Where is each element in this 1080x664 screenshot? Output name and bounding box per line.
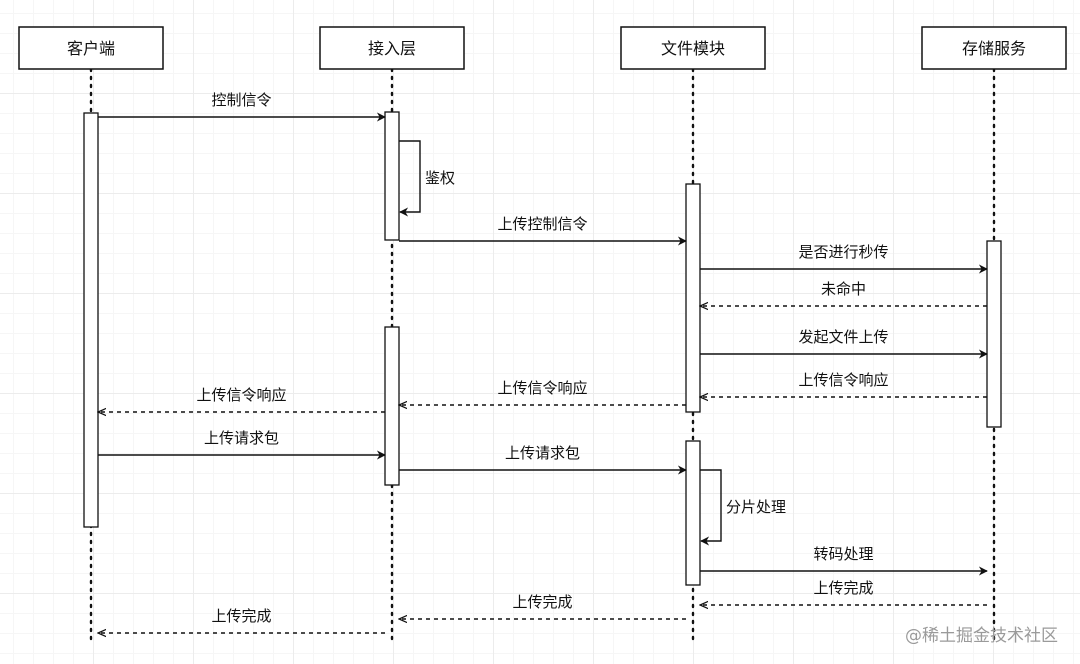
message-label: 发起文件上传 (798, 328, 888, 346)
message-10: 上传请求包 (98, 429, 386, 460)
message-label: 控制信令 (211, 91, 271, 109)
activation-bar (384, 326, 400, 486)
participant-access: 接入层 (319, 26, 465, 70)
participant-label: 接入层 (368, 39, 416, 58)
participant-label: 文件模块 (661, 39, 725, 58)
message-16: 上传完成 (98, 607, 385, 633)
message-13: 转码处理 (700, 545, 988, 576)
message-label: 上传信令响应 (798, 371, 888, 389)
message-5: 未命中 (700, 280, 987, 306)
message-14: 上传完成 (700, 579, 987, 605)
activation-bar (685, 440, 701, 586)
message-1: 控制信令 (98, 91, 386, 122)
message-label: 是否进行秒传 (798, 243, 888, 261)
participant-label: 存储服务 (962, 39, 1026, 58)
participant-box (921, 26, 1067, 70)
message-4: 是否进行秒传 (700, 243, 988, 274)
participant-storage: 存储服务 (921, 26, 1067, 70)
message-12: 分片处理 (700, 469, 786, 546)
participant-box (620, 26, 766, 70)
message-8: 上传信令响应 (399, 379, 686, 405)
message-arrow (399, 140, 421, 217)
message-label: 上传请求包 (505, 444, 580, 462)
participant-box (18, 26, 164, 70)
message-9: 上传信令响应 (98, 386, 385, 412)
watermark-text: @稀土掘金技术社区 (905, 626, 1058, 646)
participant-file: 文件模块 (620, 26, 766, 70)
participant-client: 客户端 (18, 26, 164, 70)
message-11: 上传请求包 (399, 444, 687, 475)
message-label: 上传信令响应 (196, 386, 286, 404)
participant-box (319, 26, 465, 70)
message-label: 上传信令响应 (497, 379, 587, 397)
message-label: 鉴权 (425, 169, 455, 187)
message-15: 上传完成 (399, 593, 686, 619)
message-2: 鉴权 (399, 140, 455, 217)
participant-label: 客户端 (67, 39, 115, 58)
activation-bar (685, 183, 701, 413)
message-label: 上传完成 (813, 579, 873, 597)
message-label: 上传完成 (211, 607, 271, 625)
message-6: 发起文件上传 (700, 328, 988, 359)
message-label: 上传控制信令 (497, 215, 587, 233)
activation-bar (83, 112, 99, 528)
message-label: 上传请求包 (204, 429, 279, 447)
message-label: 分片处理 (726, 498, 786, 516)
message-arrow (700, 469, 722, 546)
message-label: 未命中 (821, 280, 866, 298)
message-3: 上传控制信令 (399, 215, 687, 246)
message-label: 转码处理 (813, 545, 873, 563)
activation-bar (986, 240, 1002, 428)
activation-bar (384, 111, 400, 241)
message-7: 上传信令响应 (700, 371, 987, 397)
message-label: 上传完成 (512, 593, 572, 611)
